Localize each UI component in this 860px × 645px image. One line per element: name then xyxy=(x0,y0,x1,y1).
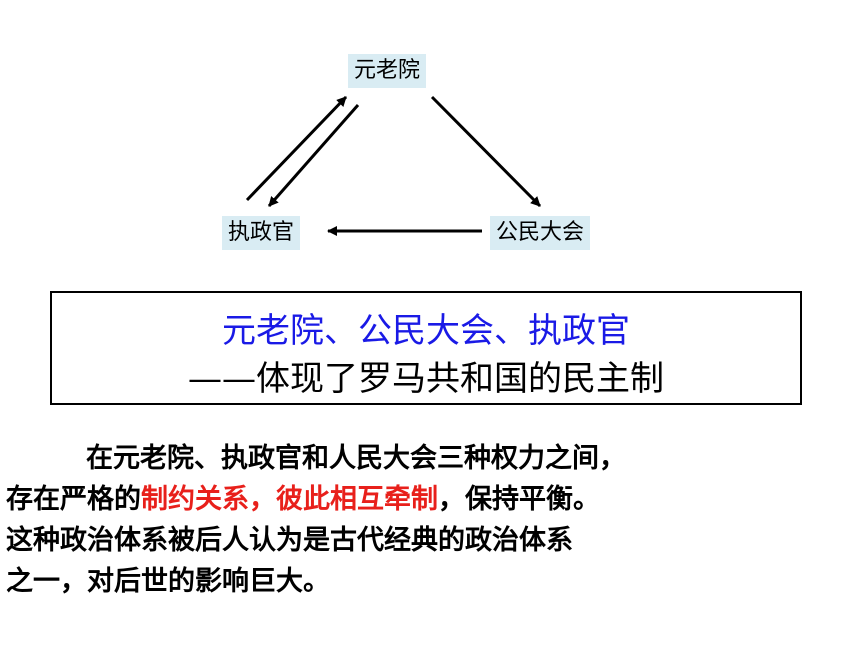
paragraph-line-1: 在元老院、执政官和人民大会三种权力之间， xyxy=(86,443,626,474)
paragraph-line-3: 这种政治体系被后人认为是古代经典的政治体系 xyxy=(6,525,573,556)
arrow-top-to-left xyxy=(267,104,360,207)
paragraph-line-2-suffix: ，保持平衡。 xyxy=(438,484,600,515)
summary-box: 元老院、公民大会、执政官 ——体现了罗马共和国的民主制 xyxy=(50,291,802,405)
explanation-paragraph: 在元老院、执政官和人民大会三种权力之间， 存在严格的制约关系，彼此相互牵制，保持… xyxy=(6,438,856,602)
highlighted-phrase: 制约关系，彼此相互牵制 xyxy=(141,484,438,515)
summary-subheading: ——体现了罗马共和国的民主制 xyxy=(188,359,664,399)
arrow-top-to-right xyxy=(430,95,542,208)
paragraph-line-4: 之一，对后世的影响巨大。 xyxy=(6,566,330,597)
paragraph-line-2-prefix: 存在严格的 xyxy=(6,484,141,515)
summary-heading: 元老院、公民大会、执政官 xyxy=(222,311,630,351)
arrow-left-to-top xyxy=(245,95,348,202)
node-senate: 元老院 xyxy=(348,54,427,88)
paragraph-line-2: 存在严格的制约关系，彼此相互牵制，保持平衡。 xyxy=(6,479,856,520)
node-consul: 执政官 xyxy=(222,216,301,250)
node-assembly: 公民大会 xyxy=(490,216,591,250)
